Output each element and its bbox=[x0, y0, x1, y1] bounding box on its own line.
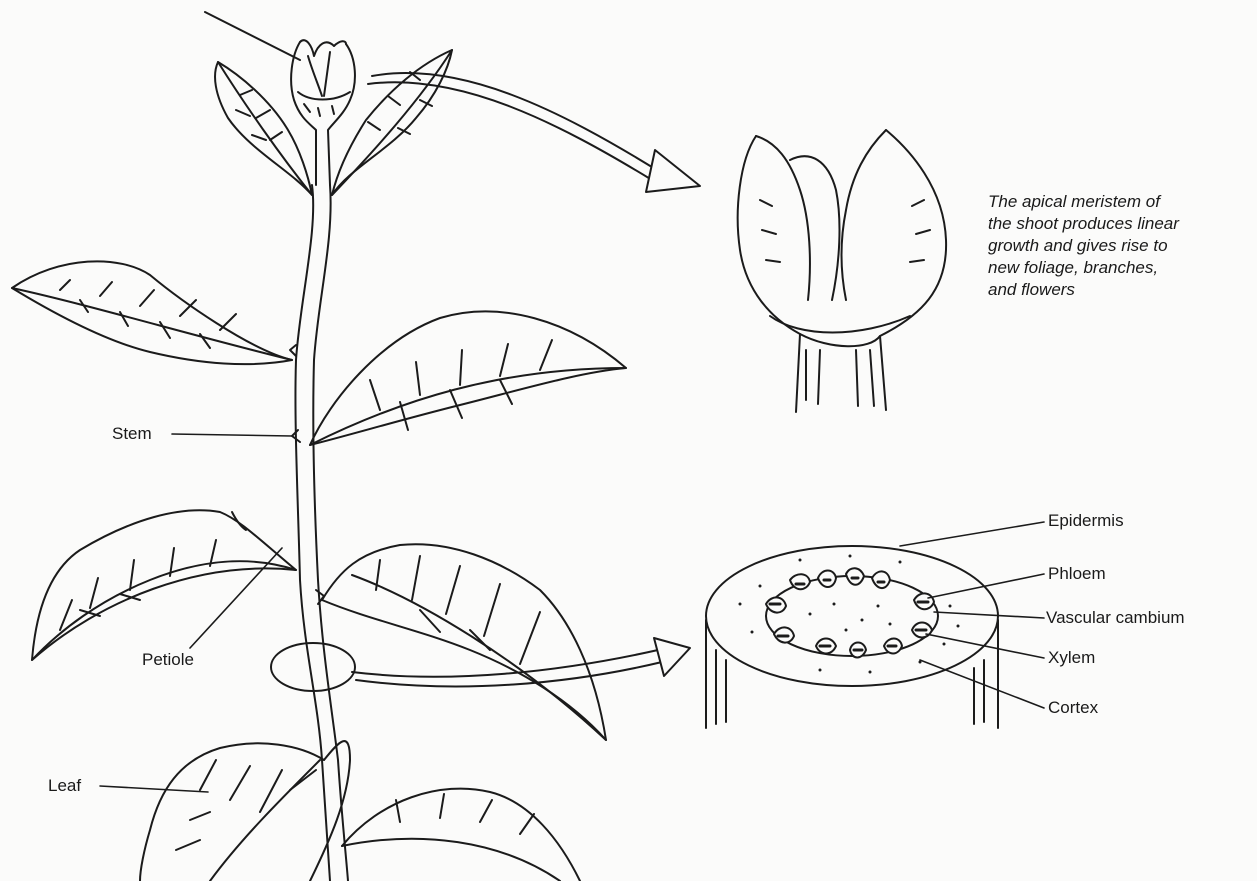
leaf-top-left bbox=[215, 62, 312, 195]
stem-cross-section bbox=[706, 546, 998, 728]
petiole-leader bbox=[190, 548, 282, 648]
epidermis-leader bbox=[900, 522, 1044, 546]
enlarged-apical-bud bbox=[738, 130, 946, 412]
leaf-right-upper bbox=[310, 311, 626, 445]
stem-leader bbox=[172, 434, 292, 436]
leaf-bottom-left bbox=[140, 741, 350, 881]
apical-bud bbox=[205, 12, 355, 185]
caption-line-1: The apical meristem of bbox=[988, 191, 1238, 213]
cortex-leader bbox=[920, 660, 1044, 708]
caption-line-3: growth and gives rise to bbox=[988, 235, 1238, 257]
caption-line-4: new foliage, branches, bbox=[988, 257, 1238, 279]
leaf-right-middle bbox=[322, 544, 606, 740]
leaf-bottom-right bbox=[342, 789, 580, 881]
arrow-to-bud bbox=[368, 73, 700, 192]
leaf-top-right bbox=[332, 50, 452, 195]
epidermis-label: Epidermis bbox=[1048, 511, 1124, 531]
leaf-left-middle bbox=[32, 510, 296, 660]
caption-line-2: the shoot produces linear bbox=[988, 213, 1238, 235]
stem bbox=[290, 185, 348, 881]
leaf-leader bbox=[100, 786, 208, 792]
leaf-label: Leaf bbox=[48, 776, 81, 796]
xylem-label: Xylem bbox=[1048, 648, 1095, 668]
vascular-cambium-label: Vascular cambium bbox=[1046, 608, 1185, 628]
stem-label: Stem bbox=[112, 424, 152, 444]
apical-meristem-caption: The apical meristem of the shoot produce… bbox=[988, 191, 1238, 301]
cortex-label: Cortex bbox=[1048, 698, 1098, 718]
phloem-label: Phloem bbox=[1048, 564, 1106, 584]
petiole-label: Petiole bbox=[142, 650, 194, 670]
leaf-left-upper bbox=[12, 261, 292, 364]
caption-line-5: and flowers bbox=[988, 279, 1238, 301]
